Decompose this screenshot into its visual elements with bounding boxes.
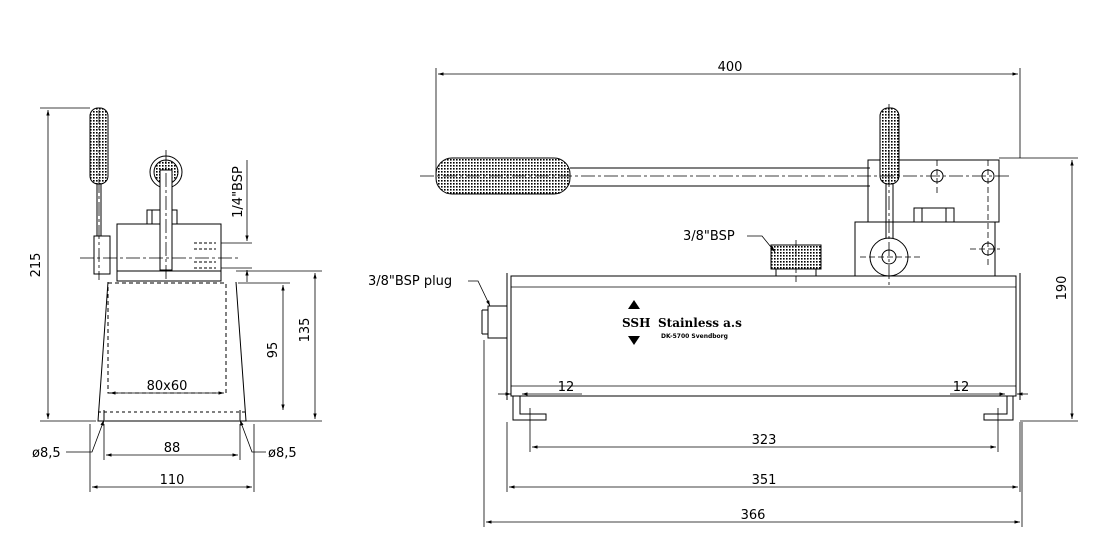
side-view xyxy=(40,107,322,492)
logo-arrow-down-icon xyxy=(628,336,640,345)
dim-front-190: 190 xyxy=(1055,276,1070,301)
dim-side-hole-left: ø8,5 xyxy=(32,446,61,461)
dim-side-135: 135 xyxy=(298,318,313,343)
dim-front-366: 366 xyxy=(741,508,766,523)
logo-text: SSH xyxy=(622,316,650,330)
dim-front-foot-left: 12 xyxy=(558,380,575,395)
logo-arrow-up-icon xyxy=(628,300,640,309)
side-base-body xyxy=(97,281,247,422)
dim-side-opening: 80x60 xyxy=(147,379,188,394)
dim-front-351: 351 xyxy=(752,473,777,488)
dim-front-port: 3/8"BSP xyxy=(683,229,735,244)
dim-side-port: 1/4"BSP xyxy=(231,166,246,218)
front-view xyxy=(420,68,1078,527)
dim-front-323: 323 xyxy=(752,433,777,448)
front-filler-cap xyxy=(770,244,822,270)
side-handle-joint xyxy=(93,235,111,275)
front-vertical-handle-grip xyxy=(879,107,900,185)
dim-side-215: 215 xyxy=(29,253,44,278)
dim-front-foot-right: 12 xyxy=(953,380,970,395)
dim-side-95: 95 xyxy=(266,342,281,359)
dim-front-400: 400 xyxy=(718,60,743,75)
side-opening xyxy=(107,282,227,394)
brand-name: Stainless a.s xyxy=(658,316,742,330)
dim-side-110: 110 xyxy=(160,473,185,488)
brand-address: DK-5700 Svendborg xyxy=(661,333,728,340)
front-plug xyxy=(487,305,508,339)
brand-label: SSH Stainless a.s DK-5700 Svendborg xyxy=(622,300,742,345)
front-tank xyxy=(510,275,1017,397)
dim-side-88: 88 xyxy=(164,441,181,456)
dim-front-plug: 3/8"BSP plug xyxy=(368,274,452,289)
dim-side-hole-right: ø8,5 xyxy=(268,446,297,461)
front-foot-left xyxy=(512,396,547,421)
front-foot-right xyxy=(983,396,1014,421)
